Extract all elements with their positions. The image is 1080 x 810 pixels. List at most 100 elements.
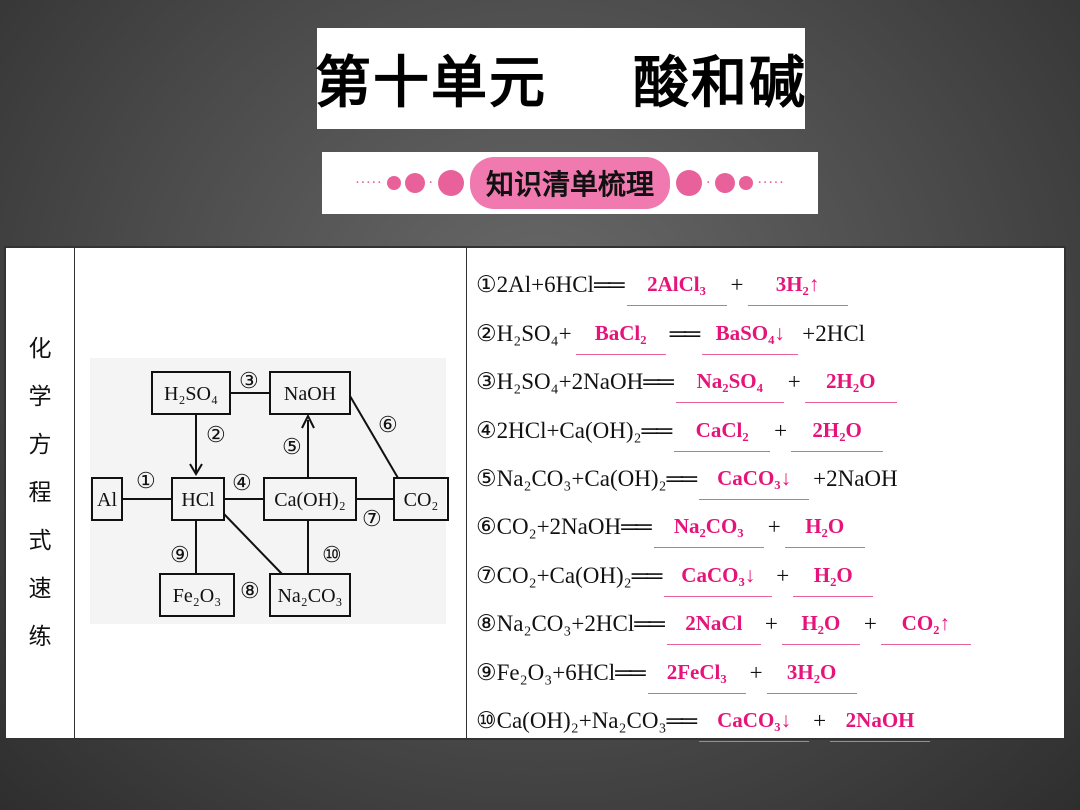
eq-reactants: ⑦CO₂+Ca(OH)₂ <box>476 562 632 588</box>
diagram-bg <box>90 358 446 624</box>
eq-arrow: ══ <box>666 707 698 733</box>
node-h2so4: H₂SO₄ <box>164 383 218 405</box>
node-naoh: NaOH <box>284 383 336 405</box>
answer-blank: BaCl₂ <box>575 321 666 355</box>
side-label: 化 学 方 程 式 速 练 <box>6 248 75 738</box>
eq-reactants: ②H₂SO₄+ <box>476 320 572 346</box>
num-5: ⑤ <box>282 434 302 459</box>
side-char: 速 <box>28 576 52 602</box>
banner-label: 知识清单梳理 <box>469 157 670 209</box>
eq-arrow: ══ <box>631 562 663 588</box>
eq-plus: + <box>774 417 788 443</box>
eq-reactants: ⑨Fe₂O₃+6HCl <box>476 659 616 685</box>
eq-products: +2NaOH <box>813 465 898 491</box>
eq-arrow: ══ <box>666 465 698 491</box>
eq-plus: + <box>776 562 790 588</box>
equation-list: ①2Al+6HCl ══ 2AlCl₃ + 3H₂↑ ②H₂SO₄+ BaCl₂… <box>476 258 975 742</box>
link-8 <box>223 513 283 575</box>
answer-blank: BaSO₄↓ <box>702 321 799 355</box>
answer-blank: 2H₂O <box>791 418 884 452</box>
answer-blank: 2NaCl <box>666 611 761 646</box>
answer-blank: 3H₂O <box>766 660 857 694</box>
title-box: 第十单元 酸和碱 <box>315 28 807 129</box>
eq-reactants: ③H₂SO₄+2NaOH <box>476 369 644 395</box>
side-char: 程 <box>28 480 52 506</box>
eq-reactants: ⑩Ca(OH)₂+Na₂CO₃ <box>476 707 667 733</box>
node-na2co3: Na₂CO₃ <box>277 585 342 607</box>
num-6: ⑥ <box>378 412 398 437</box>
num-3: ③ <box>239 368 259 393</box>
equation-row: ②H₂SO₄+ BaCl₂ ══ BaSO₄↓ +2HCl <box>476 306 975 355</box>
eq-plus: + <box>863 611 877 637</box>
side-char: 式 <box>28 528 52 554</box>
eq-plus: + <box>749 659 763 685</box>
eq-arrow: ══ <box>634 611 665 637</box>
eq-reactants: ⑤Na₂CO₃+Ca(OH)₂ <box>476 465 667 491</box>
banner-dots-left: ····· · <box>355 170 464 196</box>
side-char: 练 <box>28 624 52 650</box>
num-10: ⑩ <box>322 542 342 567</box>
answer-blank: Na₂CO₃ <box>653 514 764 549</box>
reaction-diagram-column: H₂SO₄ NaOH Al HCl Ca(OH)₂ CO₂ Fe₂O₃ Na₂C… <box>74 248 467 738</box>
eq-arrow: ══ <box>643 369 674 395</box>
answer-blank: 2NaOH <box>830 708 931 742</box>
equation-row: ⑤Na₂CO₃+Ca(OH)₂ ══ CaCO₃↓ +2NaOH <box>476 452 975 500</box>
node-na2co3-box <box>269 573 351 617</box>
answer-blank: 2AlCl₃ <box>626 272 727 307</box>
num-2: ② <box>206 422 226 447</box>
num-1: ① <box>136 468 156 493</box>
answer-blank: 3H₂↑ <box>747 272 848 307</box>
eq-reactants: ④2HCl+Ca(OH)₂ <box>476 417 642 443</box>
eq-plus: + <box>787 369 801 395</box>
eq-reactants: ⑧Na₂CO₃+2HCl <box>476 611 635 637</box>
arrow-2 <box>189 463 203 476</box>
answer-blank: CO₂↑ <box>880 611 971 646</box>
node-al: Al <box>97 489 117 511</box>
equation-row: ③H₂SO₄+2NaOH ══ Na₂SO₄ + 2H₂O <box>476 355 975 404</box>
num-7: ⑦ <box>362 506 382 531</box>
equation-row: ⑨Fe₂O₃+6HCl ══ 2FeCl₃ + 3H₂O <box>476 645 975 694</box>
node-caoh2: Ca(OH)₂ <box>274 489 345 511</box>
node-co2: CO₂ <box>404 489 439 511</box>
answer-blank: H₂O <box>784 514 865 549</box>
answer-blank: CaCO₃↓ <box>664 563 773 597</box>
eq-arrow: ══ <box>615 659 646 685</box>
eq-plus: + <box>767 514 781 540</box>
section-banner: ····· · 知识清单梳理 · ····· <box>322 152 818 214</box>
reaction-diagram: H₂SO₄ NaOH Al HCl Ca(OH)₂ CO₂ Fe₂O₃ Na₂C… <box>90 358 449 624</box>
num-9: ⑨ <box>170 542 190 567</box>
num-8: ⑧ <box>240 578 260 603</box>
eq-plus: + <box>764 611 778 637</box>
node-hcl: HCl <box>181 489 215 511</box>
side-char: 学 <box>28 384 52 410</box>
equation-row: ⑩Ca(OH)₂+Na₂CO₃ ══ CaCO₃↓ + 2NaOH <box>476 694 975 742</box>
eq-arrow: ══ <box>593 272 625 298</box>
eq-arrow: ══ <box>621 514 652 540</box>
eq-plus: + <box>730 272 744 298</box>
answer-blank: CaCl₂ <box>674 418 771 452</box>
answer-blank: 2H₂O <box>804 369 897 404</box>
content-panel: 化 学 方 程 式 速 练 <box>4 246 1066 742</box>
node-fe2o3: Fe₂O₃ <box>173 585 221 607</box>
num-4: ④ <box>232 470 252 495</box>
answer-blank: CaCO₃↓ <box>699 466 810 500</box>
eq-reactants: ①2Al+6HCl <box>476 272 594 298</box>
eq-products: +2HCl <box>802 320 866 346</box>
answer-blank: Na₂SO₄ <box>675 369 784 404</box>
eq-plus: + <box>813 707 827 733</box>
side-char: 化 <box>28 336 52 362</box>
equation-row: ①2Al+6HCl ══ 2AlCl₃ + 3H₂↑ <box>476 258 975 307</box>
banner-dots-right: · ····· <box>676 170 785 196</box>
answer-blank: H₂O <box>781 611 860 646</box>
answer-blank: 2FeCl₃ <box>647 660 746 694</box>
side-char: 方 <box>28 432 52 458</box>
answer-blank: CaCO₃↓ <box>699 708 810 742</box>
eq-reactants: ⑥CO₂+2NaOH <box>476 514 622 540</box>
equation-row: ④2HCl+Ca(OH)₂ ══ CaCl₂ + 2H₂O <box>476 403 975 452</box>
equation-row: ⑦CO₂+Ca(OH)₂ ══ CaCO₃↓ + H₂O <box>476 548 975 597</box>
equation-row: ⑥CO₂+2NaOH ══ Na₂CO₃ + H₂O <box>476 500 975 549</box>
link-6 <box>349 395 399 479</box>
equation-row: ⑧Na₂CO₃+2HCl ══ 2NaCl + H₂O + CO₂↑ <box>476 597 975 646</box>
unit-title: 第十单元 酸和碱 <box>315 50 807 116</box>
eq-arrow: ══ <box>641 417 673 443</box>
